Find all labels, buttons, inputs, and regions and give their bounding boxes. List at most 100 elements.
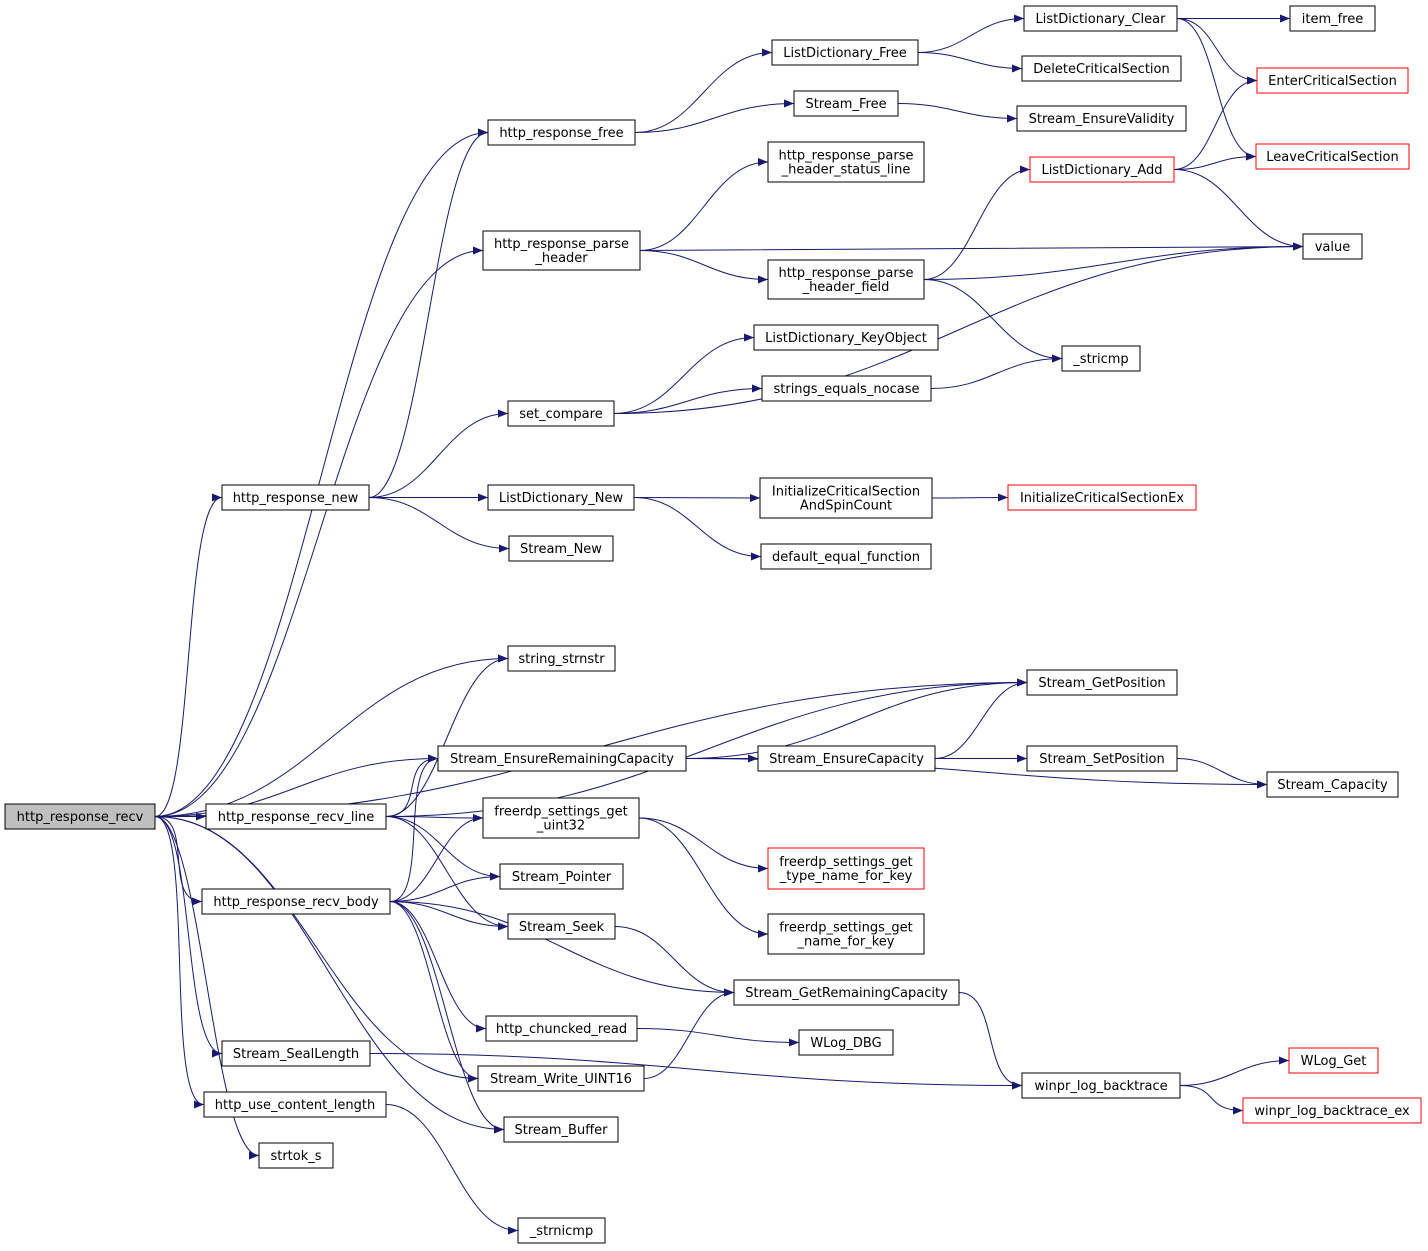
node-label: _header_status_line <box>781 163 911 178</box>
node-seal_length[interactable]: Stream_SealLength <box>221 1040 371 1067</box>
node-stream_buffer[interactable]: Stream_Buffer <box>503 1116 619 1143</box>
node-log_backtrace[interactable]: winpr_log_backtrace <box>1021 1072 1181 1099</box>
node-box <box>517 1217 606 1244</box>
node-stream_new[interactable]: Stream_New <box>508 535 614 562</box>
node-get_remaining[interactable]: Stream_GetRemainingCapacity <box>733 979 960 1006</box>
node-get_uint32[interactable]: freerdp_settings_get_uint32 <box>482 797 640 839</box>
node-ensure_cap[interactable]: Stream_EnsureCapacity <box>757 745 936 772</box>
edge-ld_add-to-leave_cs <box>1173 152 1257 170</box>
node-use_content_length[interactable]: http_use_content_length <box>203 1091 387 1118</box>
node-resp_new[interactable]: http_response_new <box>221 484 370 511</box>
node-set_compare[interactable]: set_compare <box>507 400 615 427</box>
node-recv_body[interactable]: http_response_recv_body <box>201 888 391 915</box>
edge-resp_new-to-stream_new <box>368 497 510 553</box>
node-capacity[interactable]: Stream_Capacity <box>1266 771 1399 798</box>
node-label: Stream_Seek <box>519 920 605 935</box>
node-box <box>1007 484 1197 511</box>
node-parse_header[interactable]: http_response_parse_header <box>482 230 641 271</box>
edge-ensure_cap-to-get_position <box>934 678 1028 759</box>
node-ld_clear[interactable]: ListDictionary_Clear <box>1023 5 1178 32</box>
edge-set_compare-to-ld_keyobject <box>613 333 755 414</box>
node-box <box>1302 233 1363 260</box>
node-box <box>767 141 925 183</box>
node-label: http_use_content_length <box>215 1098 375 1113</box>
node-box <box>221 1040 371 1067</box>
node-strnicmp[interactable]: _strnicmp <box>517 1217 606 1244</box>
node-value[interactable]: value <box>1302 233 1363 260</box>
node-label: InitializeCriticalSection <box>772 485 920 500</box>
node-delete_cs[interactable]: DeleteCriticalSection <box>1021 55 1182 82</box>
node-box <box>482 230 641 271</box>
node-recv_line[interactable]: http_response_recv_line <box>205 803 387 830</box>
node-enter_cs[interactable]: EnterCriticalSection <box>1256 67 1409 94</box>
edge-recv_body-to-get_uint32 <box>389 814 484 902</box>
node-item_free[interactable]: item_free <box>1289 5 1376 32</box>
edge-ld_new-to-init_cs_spin <box>633 493 761 502</box>
node-label: _uint32 <box>536 819 585 834</box>
node-label: http_response_recv_body <box>213 895 379 910</box>
node-box <box>733 979 960 1006</box>
node-box <box>503 1116 619 1143</box>
edge-resp_new-to-set_compare <box>368 409 509 498</box>
node-label: ListDictionary_Add <box>1041 163 1162 178</box>
node-label: strtok_s <box>270 1149 321 1164</box>
node-get_position[interactable]: Stream_GetPosition <box>1026 669 1178 696</box>
node-stream_seek[interactable]: Stream_Seek <box>507 913 616 940</box>
node-parse_field[interactable]: http_response_parse_header_field <box>767 259 925 300</box>
node-init_cs_ex[interactable]: InitializeCriticalSectionEx <box>1007 484 1197 511</box>
node-write_uint16[interactable]: Stream_Write_UINT16 <box>477 1065 645 1092</box>
node-label: string_strnstr <box>518 652 605 667</box>
node-label: http_chuncked_read <box>496 1022 627 1037</box>
edge-ensure_remaining-to-get_position <box>685 678 1028 759</box>
node-box <box>1289 5 1376 32</box>
node-box <box>437 745 687 772</box>
edge-recv-to-free <box>154 128 489 817</box>
node-wlog_dbg[interactable]: WLog_DBG <box>798 1029 894 1056</box>
node-box <box>1026 669 1178 696</box>
node-box <box>1288 1047 1379 1074</box>
node-ld_new[interactable]: ListDictionary_New <box>487 484 635 511</box>
node-set_position[interactable]: Stream_SetPosition <box>1026 745 1178 772</box>
node-recv[interactable]: http_response_recv <box>4 803 156 830</box>
edge-log_backtrace-to-backtrace_ex <box>1179 1085 1244 1115</box>
node-backtrace_ex[interactable]: winpr_log_backtrace_ex <box>1242 1097 1422 1124</box>
node-ld_keyobject[interactable]: ListDictionary_KeyObject <box>753 324 939 351</box>
node-default_eq[interactable]: default_equal_function <box>760 543 932 570</box>
node-strtok[interactable]: strtok_s <box>258 1142 334 1169</box>
node-label: Stream_GetPosition <box>1038 676 1165 691</box>
node-box <box>487 484 635 511</box>
node-ld_free[interactable]: ListDictionary_Free <box>771 39 919 66</box>
edge-ld_clear-to-enter_cs <box>1176 18 1258 85</box>
edge-resp_new-to-free <box>368 128 489 498</box>
node-stream_pointer[interactable]: Stream_Pointer <box>499 863 624 890</box>
node-name_for_key[interactable]: freerdp_settings_get_name_for_key <box>767 913 925 955</box>
node-parse_status[interactable]: http_response_parse_header_status_line <box>767 141 925 183</box>
node-free[interactable]: http_response_free <box>487 119 636 146</box>
node-box <box>499 863 624 890</box>
node-stream_free[interactable]: Stream_Free <box>793 90 899 117</box>
node-ld_add[interactable]: ListDictionary_Add <box>1029 156 1175 183</box>
node-chunked_read[interactable]: http_chuncked_read <box>485 1015 638 1042</box>
node-box <box>1023 5 1178 32</box>
node-type_name[interactable]: freerdp_settings_get_type_name_for_key <box>767 847 925 890</box>
edge-ld_new-to-default_eq <box>633 497 762 561</box>
node-leave_cs[interactable]: LeaveCriticalSection <box>1255 143 1410 170</box>
edge-recv_line-to-strnstr <box>385 654 509 817</box>
node-label: value <box>1315 240 1351 255</box>
node-label: WLog_DBG <box>810 1036 881 1051</box>
edge-recv-to-strnstr <box>154 654 509 817</box>
node-wlog_get[interactable]: WLog_Get <box>1288 1047 1379 1074</box>
node-stricmp[interactable]: _stricmp <box>1061 345 1141 372</box>
edge-free-to-ld_free <box>634 48 773 133</box>
edge-ld_clear-to-leave_cs <box>1176 18 1257 161</box>
edge-recv_body-to-chunked_read <box>389 901 487 1033</box>
node-strnstr[interactable]: string_strnstr <box>507 645 616 672</box>
node-box <box>487 119 636 146</box>
edge-recv-to-stream_buffer <box>154 816 505 1134</box>
node-ensure_remaining[interactable]: Stream_EnsureRemainingCapacity <box>437 745 687 772</box>
node-box <box>482 797 640 839</box>
node-str_eq[interactable]: strings_equals_nocase <box>761 375 932 402</box>
node-ensure_validity[interactable]: Stream_EnsureValidity <box>1016 105 1187 132</box>
edge-recv_body-to-get_remaining <box>389 901 735 997</box>
